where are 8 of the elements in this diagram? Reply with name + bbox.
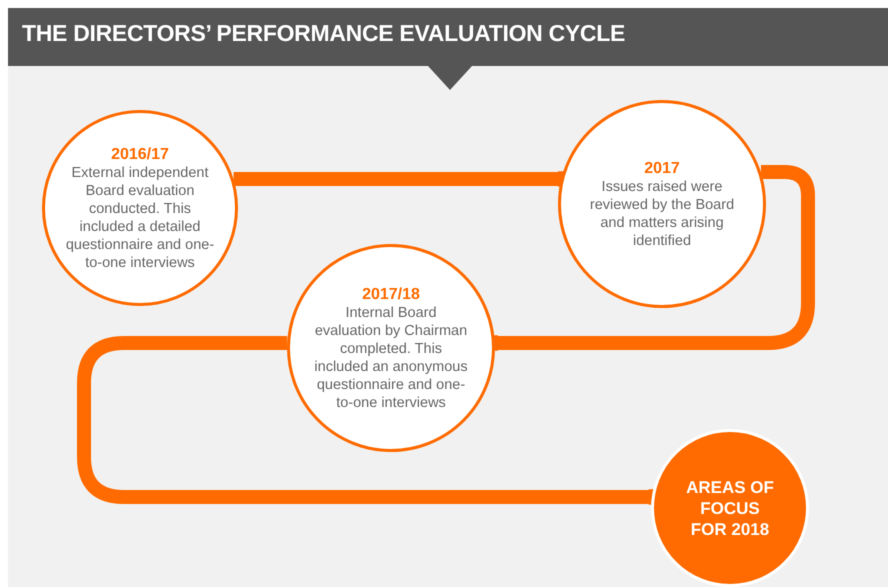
stage-description: Issues raised were reviewed by the Board and matters arising identified — [588, 178, 736, 250]
year-heading: 2016/17 — [111, 144, 169, 164]
stage-description: External independent Board evaluation conducted. This included a detailed questionnaire and one-to-one interviews — [65, 164, 215, 272]
stage-description: AREAS OF FOCUS FOR 2018 — [685, 476, 775, 540]
stage-description: Internal Board evaluation by Chairman completed. This included an anonymous questionnaire and one-to-one interviews — [313, 304, 469, 412]
year-heading: 2017/18 — [362, 284, 420, 304]
year-heading: 2017 — [644, 158, 680, 178]
title: THE DIRECTORS’ PERFORMANCE EVALUATION CYCLE — [22, 20, 626, 47]
